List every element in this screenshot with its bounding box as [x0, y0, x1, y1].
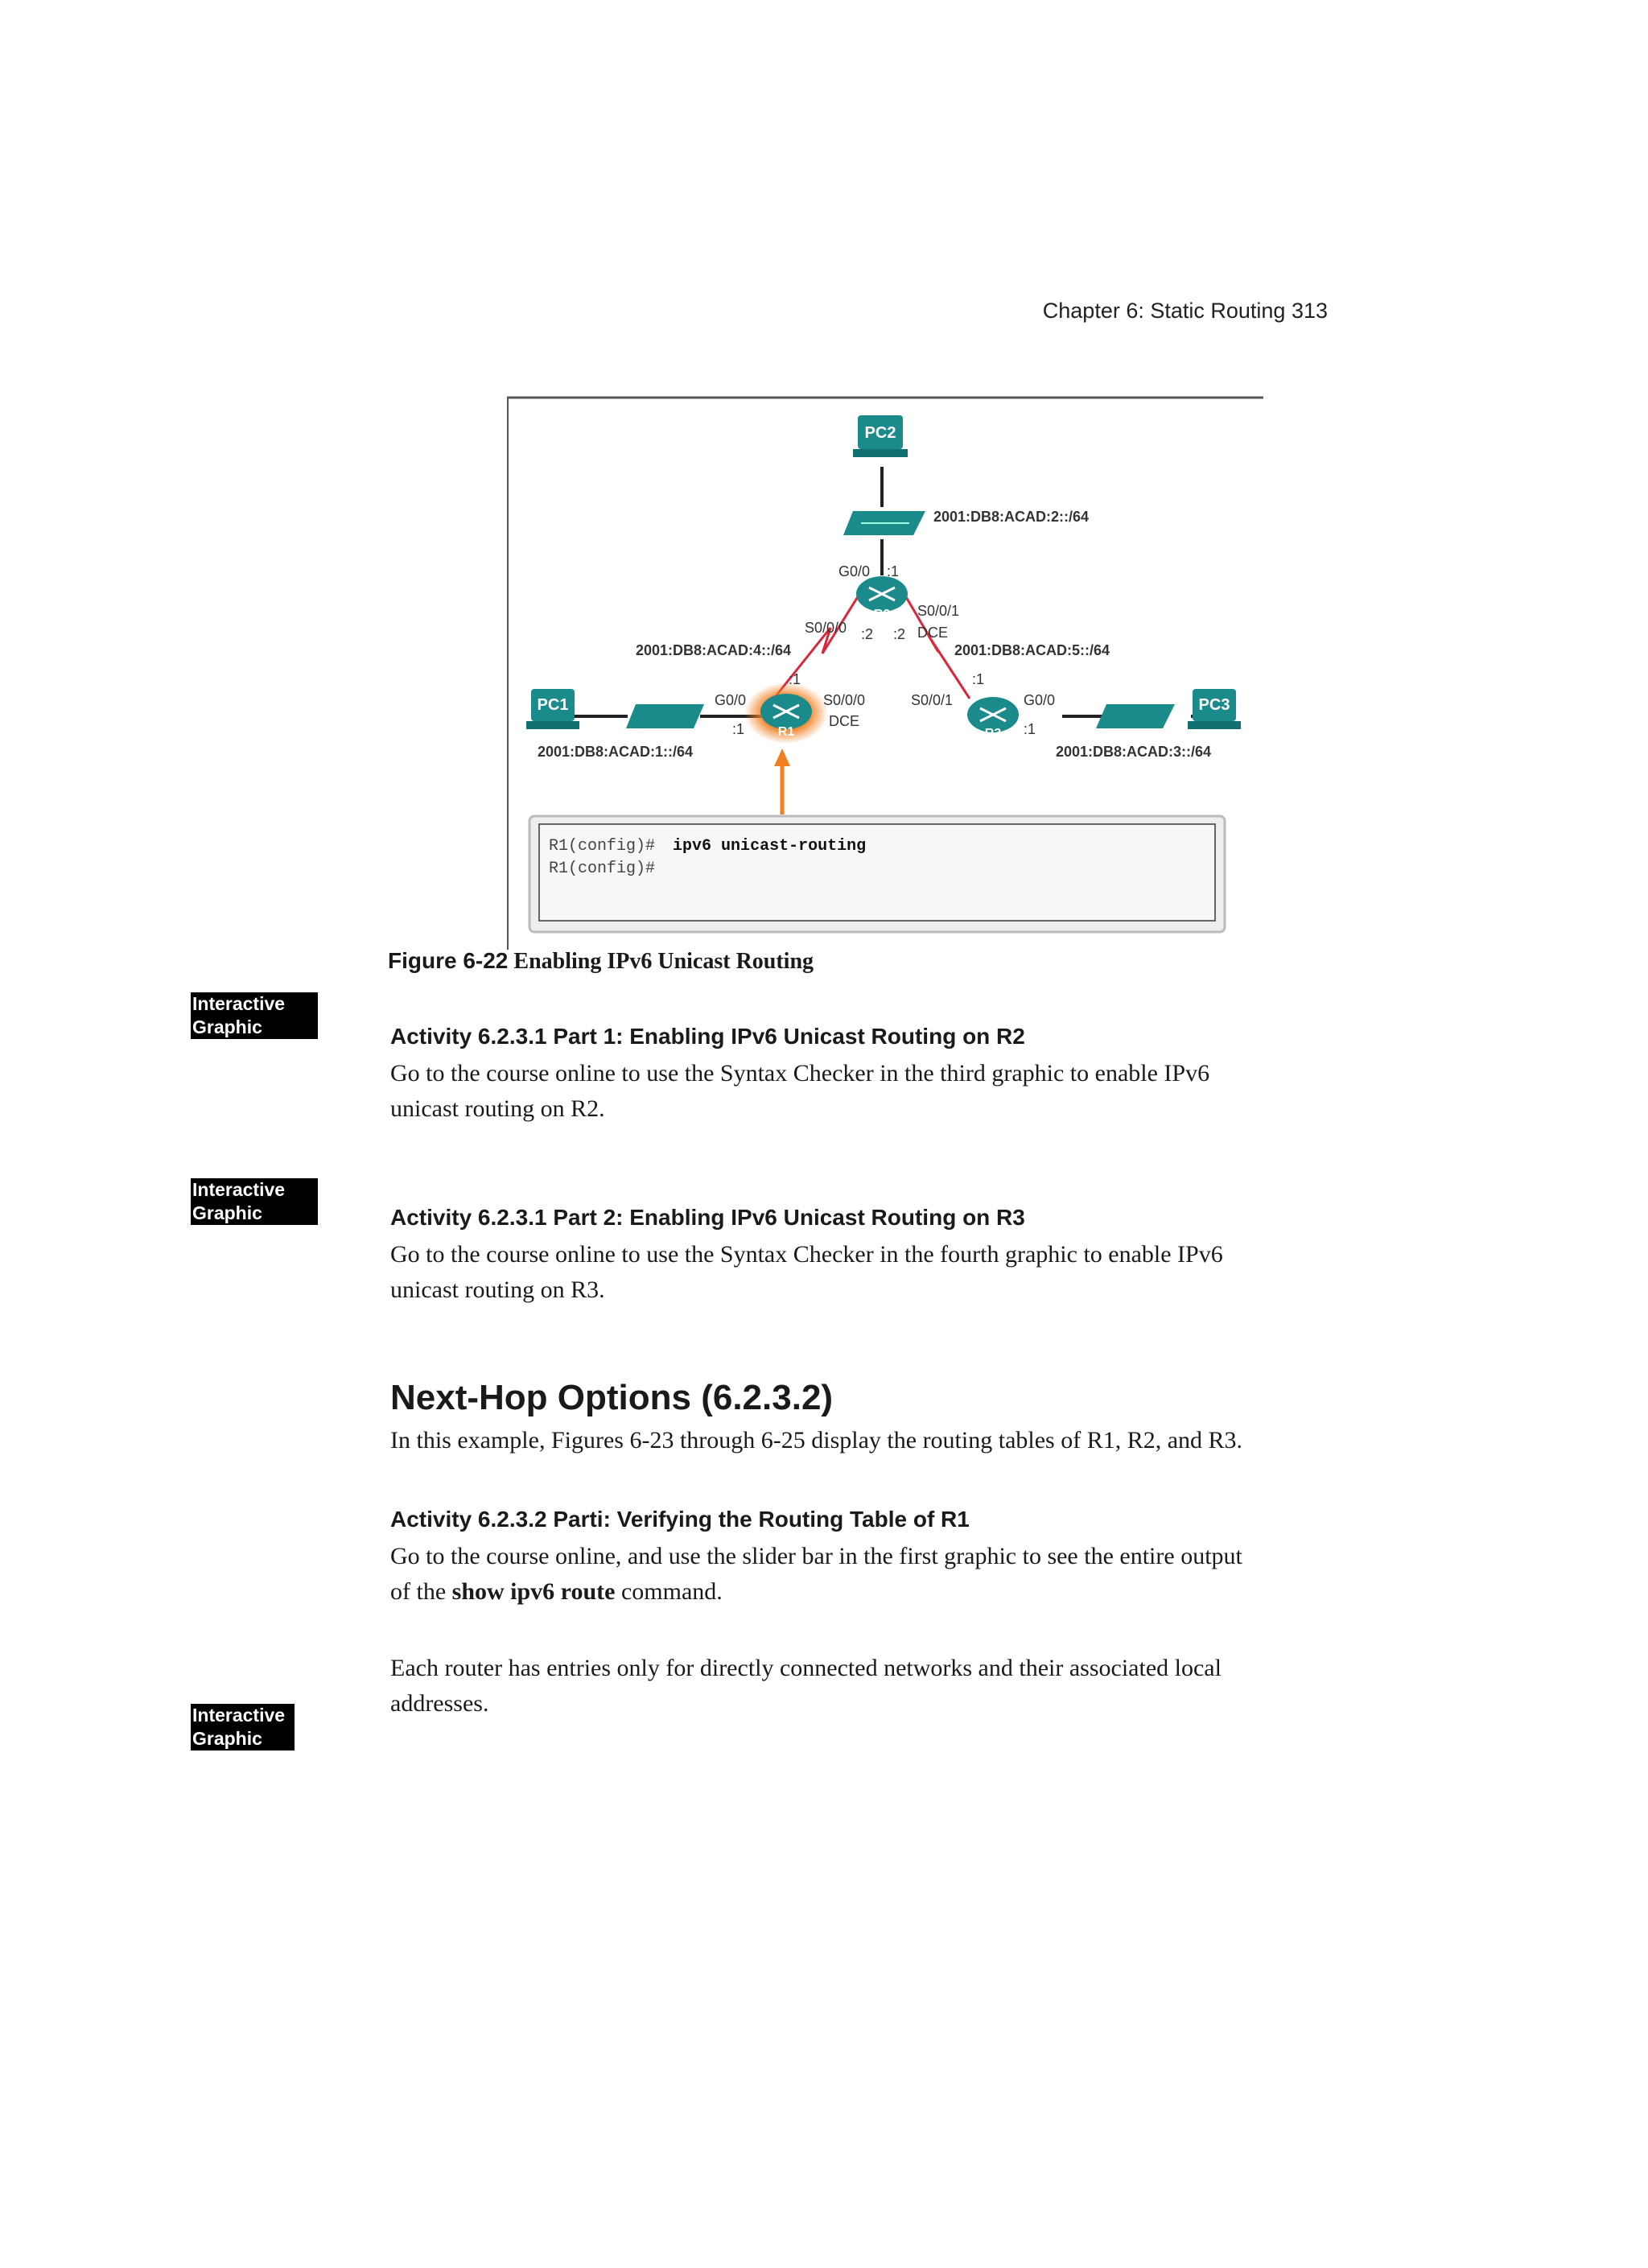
activity-text: Go to the course online to use the Synta… — [390, 1056, 1356, 1127]
switch-top-icon — [843, 511, 925, 535]
activity-text: Go to the course online to use the Synta… — [390, 1237, 1356, 1308]
figure-topology: PC2 2001:DB8:ACAD:2::/64 R2 G0/0 :1 S0/0… — [507, 394, 1263, 950]
svg-text:S0/0/0: S0/0/0 — [823, 692, 865, 708]
svg-text::1: :1 — [732, 721, 744, 737]
svg-text::1: :1 — [789, 671, 801, 687]
label-net-acad4: 2001:DB8:ACAD:4::/64 — [636, 642, 791, 658]
svg-text::1: :1 — [887, 563, 899, 579]
svg-text::2: :2 — [861, 626, 873, 642]
svg-text:S0/0/1: S0/0/1 — [917, 603, 959, 619]
svg-text:R1(config)#: R1(config)# — [549, 860, 655, 878]
svg-text:G0/0: G0/0 — [838, 563, 870, 579]
switch-right-icon — [1096, 704, 1175, 728]
r2-label: R2 — [874, 608, 891, 621]
caption-title: Enabling IPv6 Unicast Routing — [513, 949, 814, 974]
pc2-icon: PC2 — [853, 415, 908, 457]
label-net-acad2: 2001:DB8:ACAD:2::/64 — [933, 509, 1089, 525]
activity-verify-r1: Activity 6.2.3.2 Parti: Verifying the Ro… — [390, 1507, 1356, 1610]
svg-text:DCE: DCE — [829, 713, 859, 729]
svg-text:S0/0/0: S0/0/0 — [805, 620, 847, 636]
closing-paragraph: Each router has entries only for directl… — [390, 1651, 1356, 1722]
activity-text: Go to the course online, and use the sli… — [390, 1539, 1356, 1610]
next-hop-section: Next-Hop Options (6.2.3.2) In this examp… — [390, 1378, 1356, 1458]
pc3-label: PC3 — [1199, 696, 1230, 714]
pc1-icon: PC1 — [526, 689, 579, 729]
svg-text:DCE: DCE — [917, 625, 948, 641]
section-heading: Next-Hop Options (6.2.3.2) — [390, 1378, 1356, 1418]
r3-icon: R3 — [967, 697, 1019, 740]
running-header: Chapter 6: Static Routing 313 — [1043, 299, 1328, 324]
r3-label: R3 — [985, 727, 1002, 740]
pc1-label: PC1 — [538, 696, 569, 714]
r2-icon: R2 — [856, 576, 908, 621]
activity-title: Activity 6.2.3.2 Parti: Verifying the Ro… — [390, 1507, 1356, 1532]
closing-text: Each router has entries only for directl… — [390, 1651, 1356, 1722]
svg-text:G0/0: G0/0 — [1024, 692, 1055, 708]
svg-text::1: :1 — [972, 671, 984, 687]
svg-text:R1(config)# ipv6 unica: R1(config)# ipv6 unicast-routing — [549, 837, 866, 856]
svg-text::1: :1 — [1024, 721, 1036, 737]
activity-title: Activity 6.2.3.1 Part 2: Enabling IPv6 U… — [390, 1205, 1356, 1231]
figure-caption: Figure 6-22 Enabling IPv6 Unicast Routin… — [388, 948, 814, 975]
r1-label: R1 — [778, 725, 795, 739]
r1-icon: R1 — [744, 682, 828, 744]
label-net-acad3: 2001:DB8:ACAD:3::/64 — [1056, 744, 1211, 760]
switch-left-icon — [626, 704, 704, 728]
section-intro: In this example, Figures 6-23 through 6-… — [390, 1423, 1356, 1458]
svg-text:G0/0: G0/0 — [715, 692, 746, 708]
svg-text:S0/0/1: S0/0/1 — [911, 692, 953, 708]
caption-number: Figure 6-22 — [388, 948, 508, 973]
activity-part2: Activity 6.2.3.1 Part 2: Enabling IPv6 U… — [390, 1205, 1356, 1308]
svg-text::2: :2 — [893, 626, 905, 642]
pc3-icon: PC3 — [1188, 689, 1241, 729]
activity-part1: Activity 6.2.3.1 Part 1: Enabling IPv6 U… — [390, 1024, 1356, 1127]
activity-title: Activity 6.2.3.1 Part 1: Enabling IPv6 U… — [390, 1024, 1356, 1049]
label-net-acad5: 2001:DB8:ACAD:5::/64 — [954, 642, 1110, 658]
label-net-acad1: 2001:DB8:ACAD:1::/64 — [538, 744, 693, 760]
console-box: R1(config)# ipv6 unicast-routing R1(conf… — [529, 816, 1225, 932]
pc2-label: PC2 — [865, 424, 896, 442]
